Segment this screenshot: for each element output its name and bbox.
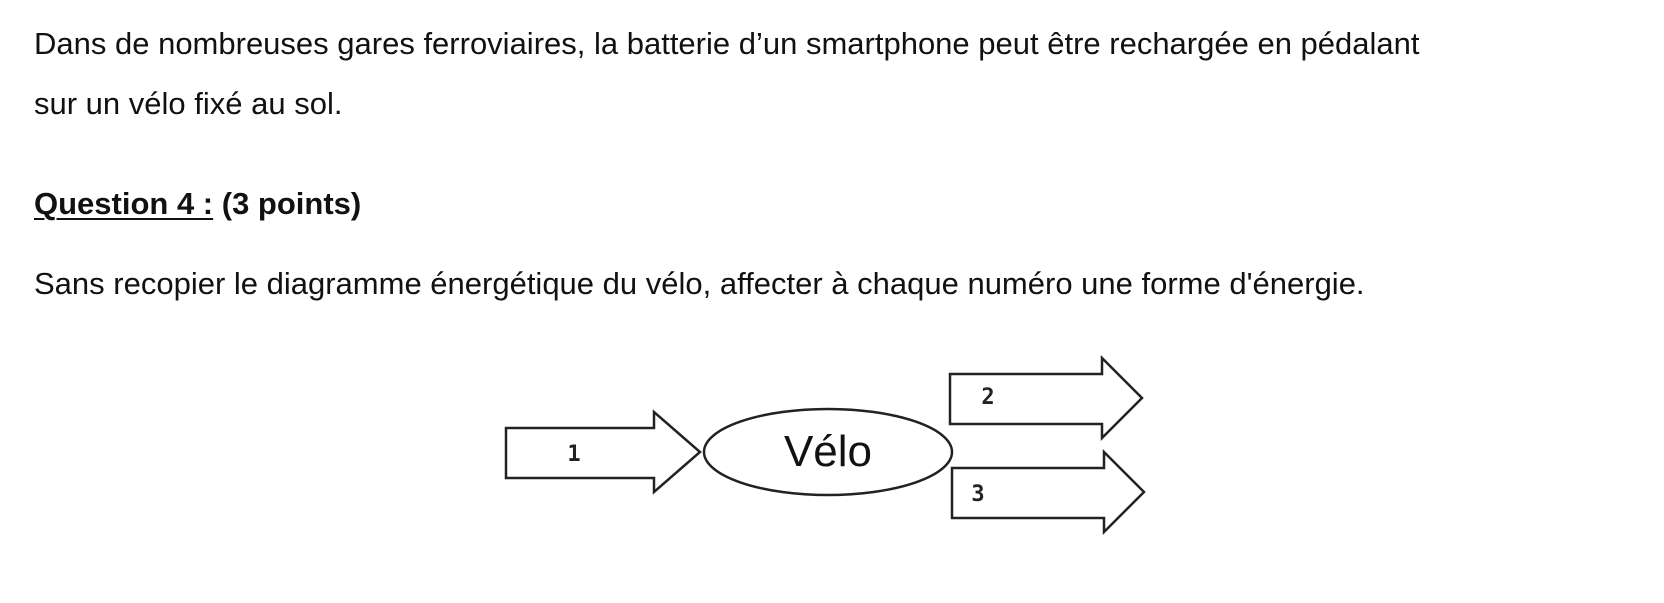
intro-line-2: sur un vélo fixé au sol. [34, 86, 343, 121]
label-3: 3 [971, 482, 984, 507]
input-arrow-1 [504, 409, 702, 495]
question-label: Question 4 : [34, 186, 214, 221]
output-arrow-2 [948, 354, 1144, 442]
label-2: 2 [981, 385, 994, 410]
question-points: (3 points) [213, 186, 362, 221]
velo-label: Vélo [784, 427, 872, 476]
intro-paragraph: Dans de nombreuses gares ferroviaires, l… [34, 14, 1420, 134]
velo-ellipse [702, 407, 954, 497]
intro-line-1: Dans de nombreuses gares ferroviaires, l… [34, 26, 1420, 61]
output-arrow-3 [950, 448, 1146, 536]
instruction-text: Sans recopier le diagramme énergétique d… [34, 266, 1365, 301]
label-1: 1 [567, 442, 580, 467]
question-heading: Question 4 : (3 points) [34, 174, 361, 234]
